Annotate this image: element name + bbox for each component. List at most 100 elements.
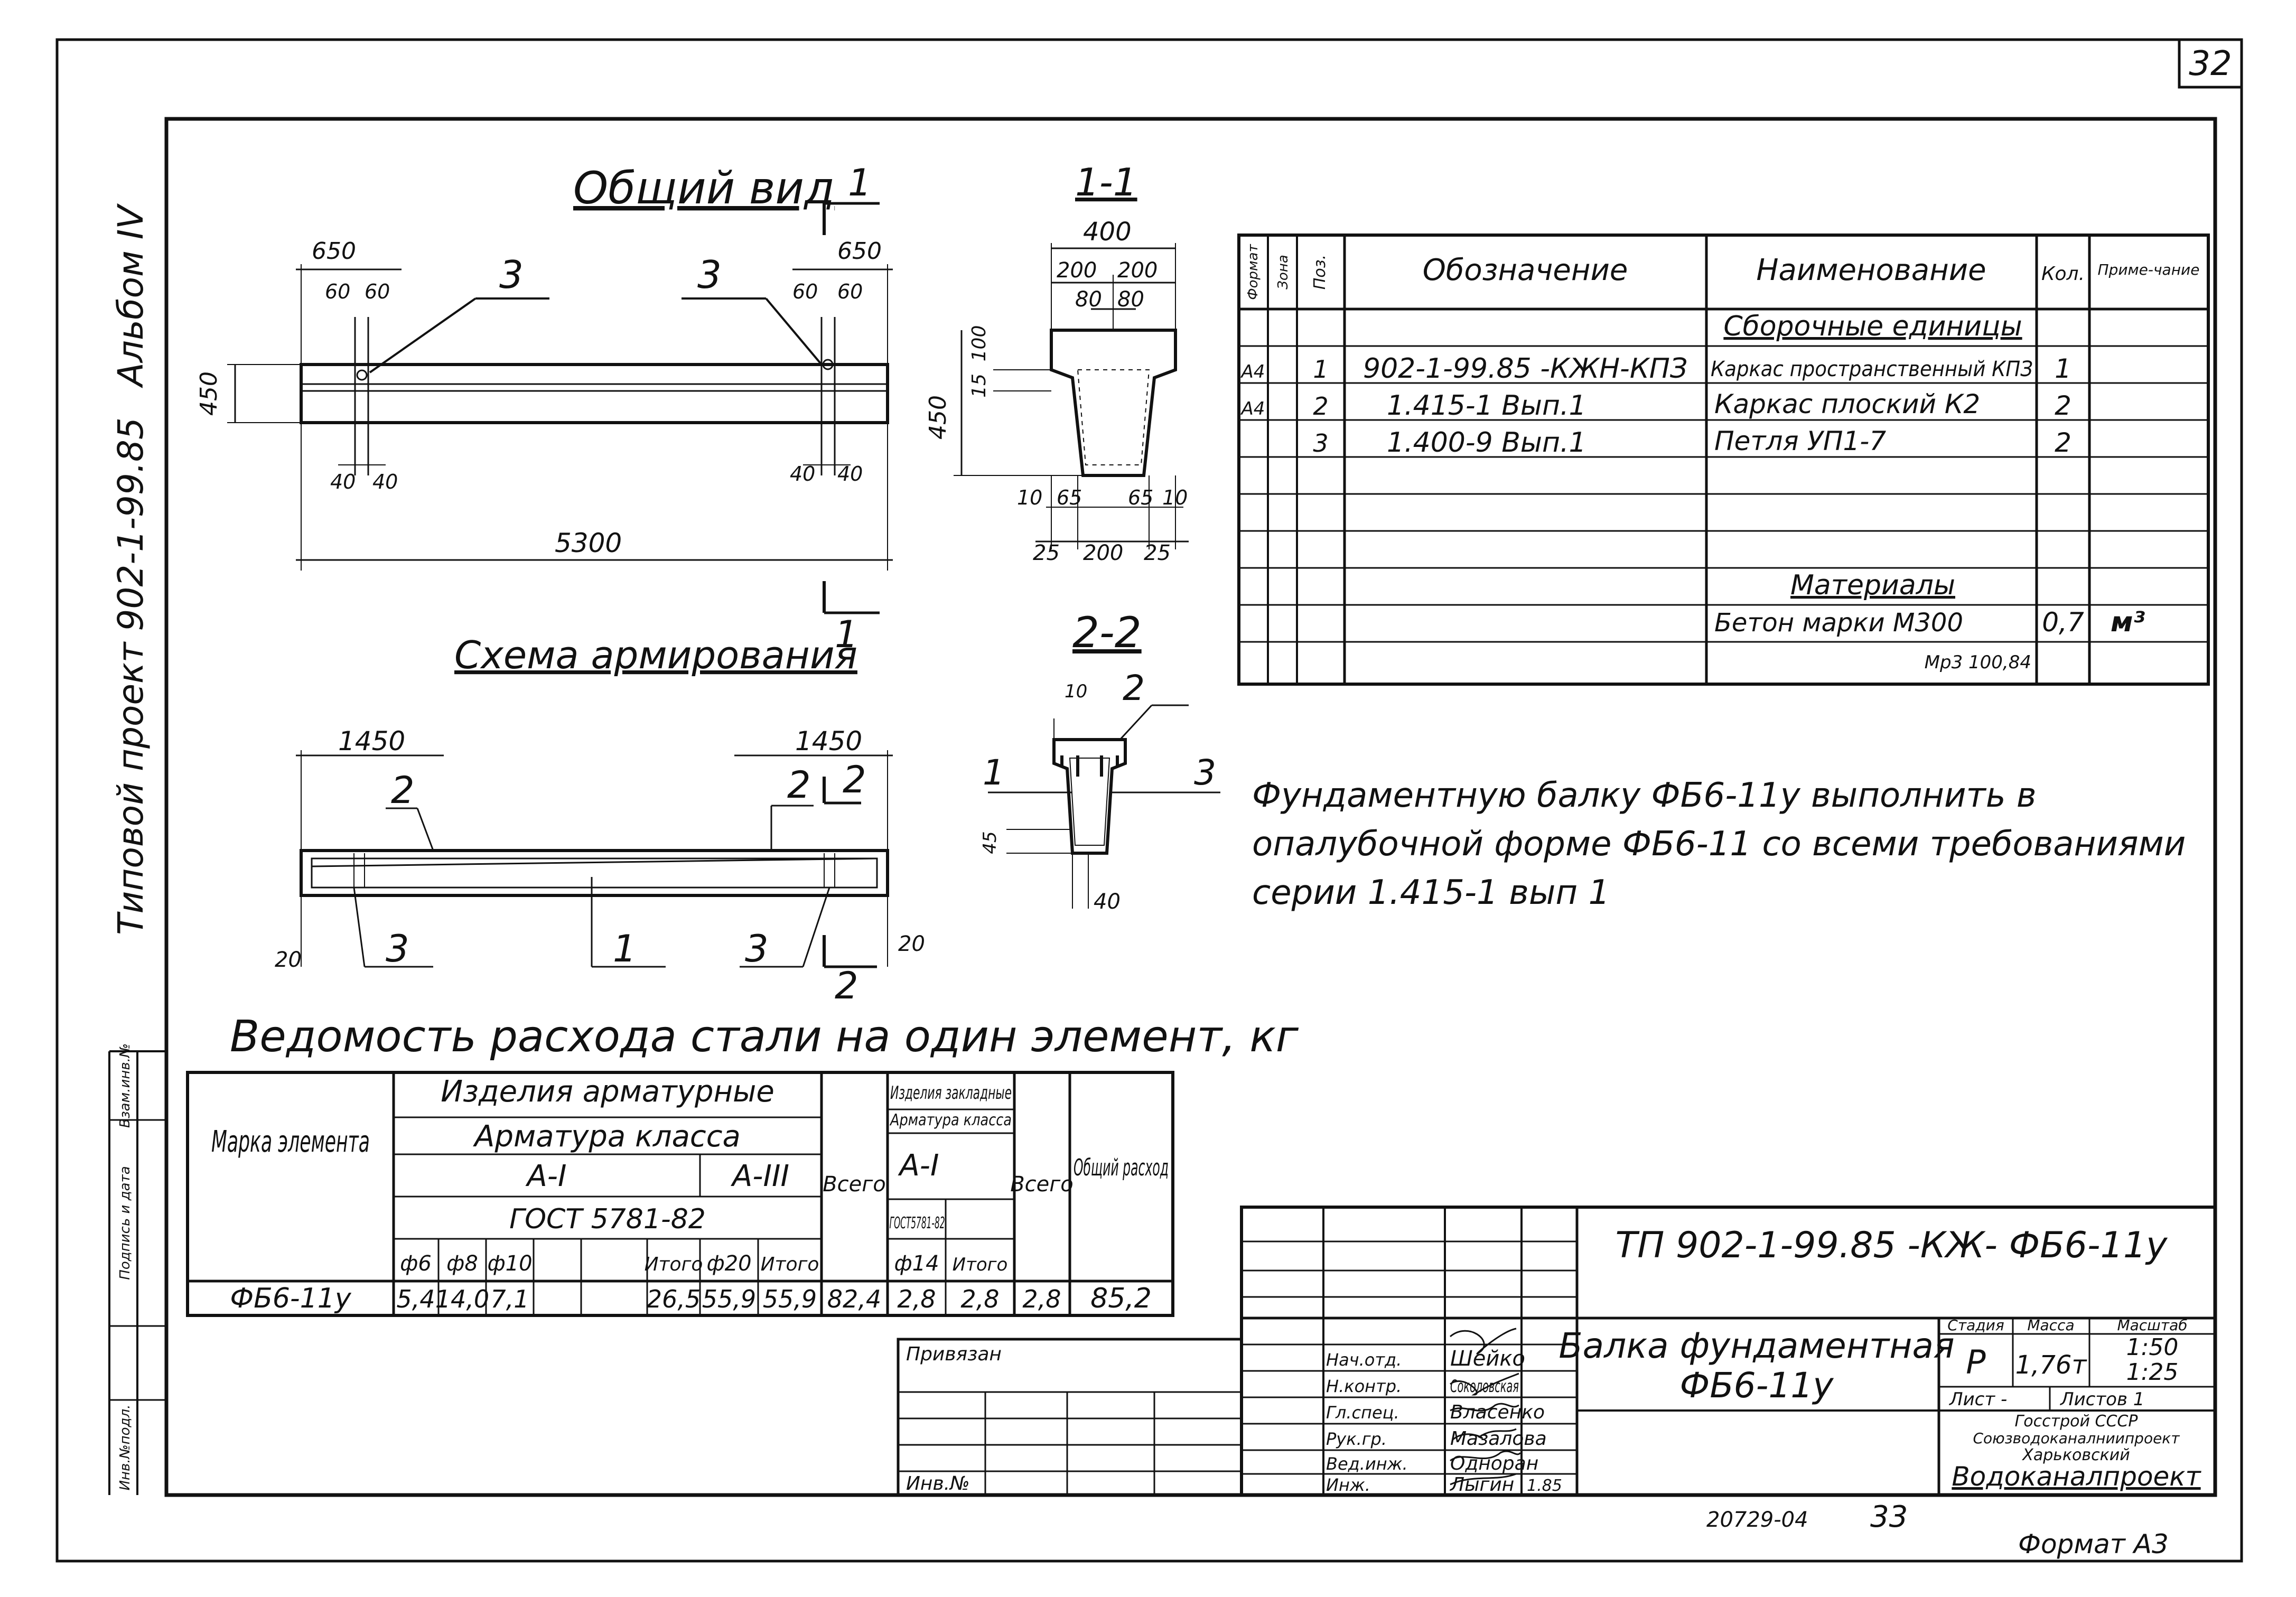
spec-header-name: Наименование <box>1756 253 1986 287</box>
spec-row2-name: Каркас плоский К2 <box>1714 389 1980 419</box>
spec-header-format: Формат <box>1245 244 1261 300</box>
spec-table <box>1237 234 2210 686</box>
title-code: ТП 902-1-99.85 -КЖ- ФБ6-11у <box>1616 1225 2168 1266</box>
cut-mark-1-bottom: 1 <box>835 613 858 656</box>
pos-1-scheme: 1 <box>613 927 637 970</box>
steel-h-AI: А-I <box>525 1159 566 1193</box>
general-view-title: Общий вид <box>573 162 835 214</box>
title-name-line2: ФБ6-11у <box>1680 1365 1834 1406</box>
reinforcement-title: Схема армирования <box>454 633 857 677</box>
dim-25-a: 25 <box>1033 541 1060 565</box>
dim-400: 400 <box>1083 217 1132 247</box>
spec-material-qty: 0,7 <box>2042 607 2084 638</box>
title-org3: Харьковский <box>2021 1446 2130 1464</box>
signer-role-4: Рук.гр. <box>1326 1429 1387 1449</box>
steel-row-d10: 7,1 <box>490 1285 529 1313</box>
project-label: Типовой проект 902-1-99.85 <box>110 417 151 935</box>
spec-header-note: Приме-чание <box>2098 261 2200 278</box>
spec-section-assembly: Сборочные единицы <box>1723 311 2022 342</box>
binding-inv: Инв.№ <box>906 1473 970 1495</box>
side-stamp-replace: Взам.инв.№ <box>117 1043 133 1128</box>
steel-h-d10: ф10 <box>487 1252 532 1276</box>
spec-header-designation: Обозначение <box>1423 253 1628 287</box>
title-org4: Водоканалпроект <box>1952 1461 2201 1492</box>
pos-3-section2: 3 <box>1194 752 1216 793</box>
note-text: Фундаментную балку ФБ6-11у выполнить в о… <box>1252 776 2186 912</box>
title-org2: Союзводоканалниипроект <box>1973 1430 2180 1447</box>
spec-material-name: Бетон марки М300 <box>1714 608 1963 638</box>
dim-80-a: 80 <box>1075 287 1102 312</box>
signer-name-2: Соколовская <box>1450 1376 1519 1396</box>
steel-row-sum2: 55,9 <box>763 1285 817 1313</box>
pos-2-left: 2 <box>391 769 415 812</box>
spec-row3-designation: 1.400-9 Вып.1 <box>1387 427 1586 459</box>
dim-65-a: 65 <box>1057 486 1082 509</box>
dim-450-general: 450 <box>195 371 222 416</box>
steel-h-arm-class: Арматура класса <box>473 1119 741 1154</box>
steel-table-title: Ведомость расхода стали на один элемент,… <box>230 1012 1299 1062</box>
spec-row1-qty: 1 <box>2055 353 2071 384</box>
spec-row2-qty: 2 <box>2055 390 2071 421</box>
steel-row-sum1: 26,5 <box>647 1285 701 1313</box>
spec-header-zone: Зона <box>1275 255 1291 289</box>
dim-60-left-a: 60 <box>325 280 350 303</box>
title-scale1: 1:50 <box>2126 1334 2179 1361</box>
cut-mark-1-top: 1 <box>848 161 872 204</box>
dim-40-right-b: 40 <box>837 462 863 485</box>
footer-page: 33 <box>1870 1500 1908 1534</box>
pos-1-section2: 1 <box>983 752 1005 793</box>
dim-5300: 5300 <box>555 528 622 558</box>
pos-3-left: 3 <box>499 253 524 297</box>
steel-h-sum2: Итого <box>761 1254 819 1275</box>
dim-20-left: 20 <box>275 948 302 972</box>
steel-h-d6: ф6 <box>400 1252 432 1276</box>
dim-200-a: 200 <box>1057 258 1097 283</box>
steel-h-embed: Изделия закладные <box>890 1082 1012 1104</box>
dim-60-right-a: 60 <box>792 280 818 303</box>
steel-h-arm: Изделия арматурные <box>441 1075 774 1109</box>
dim-40-section2: 40 <box>1094 890 1121 914</box>
dim-450-section: 450 <box>925 395 951 440</box>
dim-200-b: 200 <box>1117 258 1158 283</box>
dim-45-section2: 45 <box>979 831 1001 854</box>
steel-row-total2: 2,8 <box>1022 1285 1061 1313</box>
album-label: Альбом IV <box>110 203 151 389</box>
signer-name-1: Шейко <box>1450 1347 1525 1371</box>
spec-header-pos: Поз. <box>1311 255 1329 289</box>
steel-row-d6: 5,4 <box>396 1285 435 1313</box>
steel-row-sum3: 2,8 <box>960 1285 999 1313</box>
steel-row-d20: 55,9 <box>702 1285 756 1313</box>
steel-h-embed-gost: ГОСТ5781-82 <box>890 1214 945 1232</box>
steel-row-d8: 14,0 <box>435 1285 489 1313</box>
cut-mark-2-bottom: 2 <box>835 964 858 1007</box>
dim-60-left-b: 60 <box>365 280 390 303</box>
dim-100: 100 <box>968 325 990 362</box>
binding-label: Привязан <box>906 1343 1002 1365</box>
dim-10-b: 10 <box>1162 486 1188 509</box>
steel-h-sum3: Итого <box>953 1254 1008 1275</box>
section-1-1-drawing <box>954 243 1189 549</box>
spec-row1-pos: 1 <box>1313 355 1328 384</box>
spec-row2-pos: 2 <box>1313 392 1328 421</box>
steel-h-AIII: А-III <box>731 1159 789 1193</box>
dim-10-a: 10 <box>1017 486 1042 509</box>
steel-h-gost: ГОСТ 5781-82 <box>509 1203 706 1235</box>
footer-code: 20729-04 <box>1706 1508 1808 1532</box>
spec-row3-qty: 2 <box>2055 427 2071 458</box>
footer-format: Формат А3 <box>2018 1529 2169 1559</box>
dim-10-section2: 10 <box>1065 681 1087 702</box>
pos-2-right-a: 2 <box>787 763 811 807</box>
title-mass-h: Масса <box>2027 1316 2074 1334</box>
steel-row-total: 82,4 <box>827 1285 881 1313</box>
dim-40-right-a: 40 <box>790 462 815 485</box>
title-stage-h: Стадия <box>1947 1316 2004 1334</box>
spec-row1-format: А4 <box>1240 361 1265 382</box>
spec-row3-pos: 3 <box>1313 429 1328 457</box>
section-2-2-drawing <box>988 704 1220 909</box>
signer-role-5: Вед.инж. <box>1326 1454 1408 1474</box>
spec-row2-designation: 1.415-1 Вып.1 <box>1387 390 1586 422</box>
steel-h-overall: Общий расход <box>1074 1154 1169 1181</box>
steel-h-mark-1: Марка элемента <box>211 1125 370 1159</box>
title-date: 1.85 <box>1527 1477 1562 1495</box>
section-2-2-title: 2-2 <box>1072 608 1142 657</box>
